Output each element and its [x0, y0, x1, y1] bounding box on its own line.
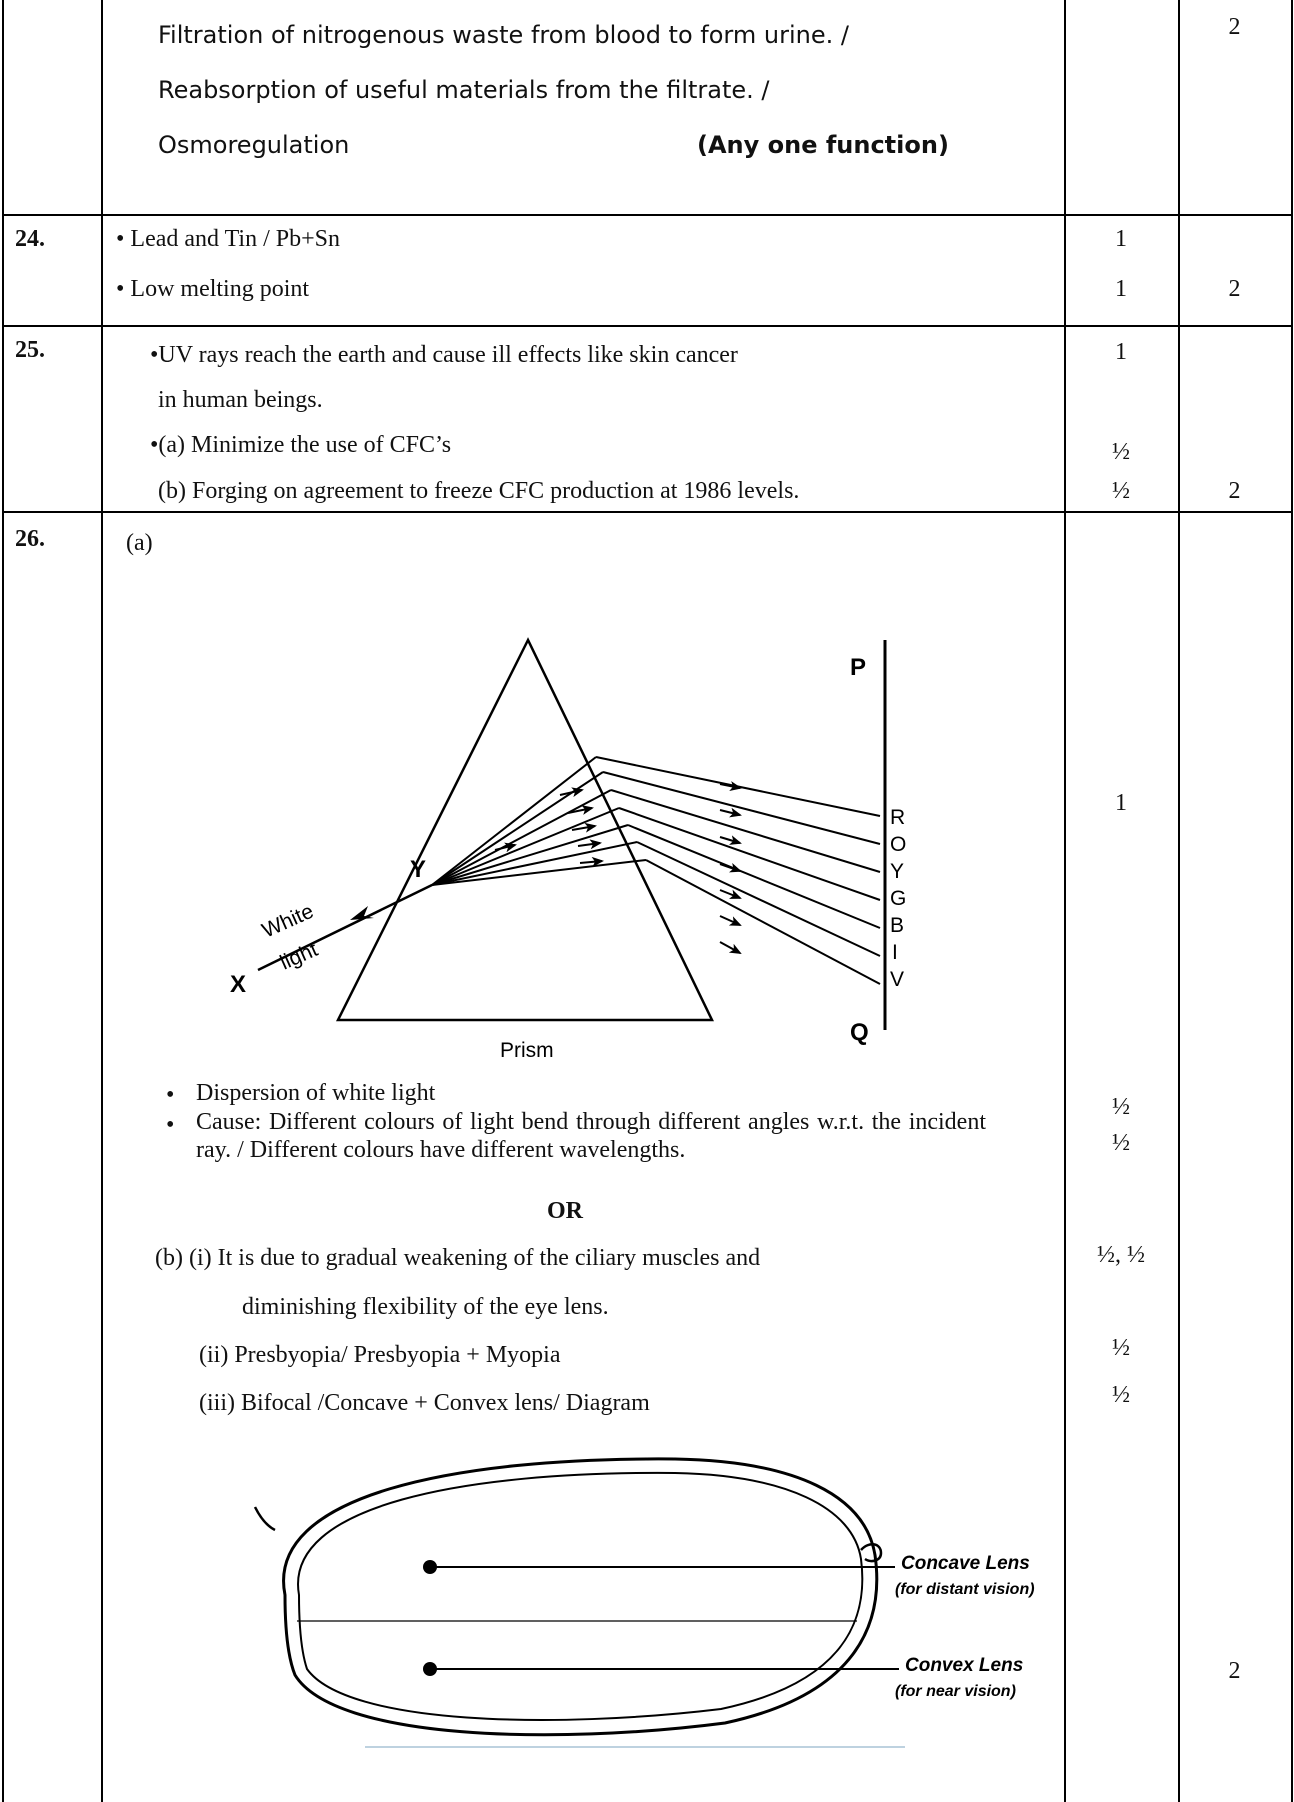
or-separator: OR [547, 1198, 583, 1224]
step-mark: ½ [1112, 1335, 1130, 1361]
answer-line: •UV rays reach the earth and cause ill e… [150, 342, 738, 368]
label-prism: Prism [500, 1039, 554, 1062]
answer-line: (b) (i) It is due to gradual weakening o… [155, 1245, 761, 1271]
lens-frame-outer [282, 1457, 879, 1737]
column-divider-total [1178, 0, 1180, 1802]
spectrum-label-o: O [890, 833, 906, 856]
answer-line: •(a) Minimize the use of CFC’s [150, 432, 452, 458]
answer-text: Cause: Different colours of light bend t… [196, 1109, 986, 1163]
column-divider-question [101, 0, 103, 1802]
step-mark: ½ [1112, 439, 1130, 465]
table-border-right [1291, 0, 1293, 1802]
concave-lens-title: Concave Lens [901, 1553, 1030, 1574]
label-q: Q [850, 1019, 869, 1046]
step-mark: 1 [1115, 226, 1127, 252]
total-marks: 2 [1228, 1658, 1241, 1684]
table-border-left [2, 0, 4, 1802]
label-white: White [259, 900, 317, 943]
prism-shape [335, 637, 714, 1022]
answer-line: (b) Forging on agreement to freeze CFC p… [158, 478, 800, 504]
answer-bullet: • Low melting point [116, 276, 310, 302]
step-mark: 1 [1115, 790, 1127, 816]
incident-ray [257, 883, 433, 972]
prism-dispersion-diagram: P Q Y X White light Prism R O Y G B I V [230, 637, 906, 1062]
answer-line: Osmoregulation [158, 131, 350, 159]
question-number: 24. [15, 226, 45, 252]
answer-line: Reabsorption of useful materials from th… [158, 76, 770, 104]
total-marks: 2 [1228, 478, 1241, 504]
spectrum-label-v: V [890, 968, 904, 991]
row-divider-26 [2, 511, 1293, 513]
spectrum-label-y: Y [890, 860, 904, 883]
spectrum-label-g: G [890, 887, 906, 910]
row-divider-25 [2, 325, 1293, 327]
convex-lens-title: Convex Lens [905, 1655, 1023, 1676]
step-mark: ½ [1112, 1382, 1130, 1408]
row-divider-24 [2, 214, 1293, 216]
convex-lens-note: (for near vision) [895, 1683, 1016, 1700]
step-mark: ½ [1112, 1130, 1130, 1156]
lens-frame-hinge [253, 1506, 276, 1532]
step-mark: ½, ½ [1097, 1242, 1145, 1268]
total-marks: 2 [1228, 14, 1241, 40]
label-p: P [850, 654, 866, 681]
answer-line: (iii) Bifocal /Concave + Convex lens/ Di… [199, 1390, 650, 1416]
lens-frame-inner [297, 1471, 864, 1721]
answer-text: Dispersion of white light [196, 1080, 436, 1106]
answer-text: Lead and Tin / Pb+Sn [130, 226, 340, 252]
answer-bullet: • [166, 1112, 175, 1138]
bifocal-lens-diagram: Concave Lens (for distant vision) Convex… [253, 1457, 1035, 1748]
answer-line: (ii) Presbyopia/ Presbyopia + Myopia [199, 1342, 561, 1368]
rays-inside-prism [431, 756, 647, 886]
part-label: (a) [126, 530, 153, 556]
question-number: 25. [15, 337, 45, 363]
answer-line: Filtration of nitrogenous waste from blo… [158, 21, 849, 49]
answer-line: diminishing flexibility of the eye lens. [242, 1294, 609, 1320]
step-mark: ½ [1112, 478, 1130, 504]
incident-arrow [350, 906, 374, 920]
label-x: X [230, 971, 246, 998]
question-number: 26. [15, 526, 45, 552]
step-mark: 1 [1115, 339, 1127, 365]
total-marks: 2 [1228, 276, 1241, 302]
lens-frame-knob [860, 1543, 883, 1563]
emergent-rays [595, 756, 881, 985]
spectrum-label-r: R [890, 806, 905, 829]
column-divider-marks [1064, 0, 1066, 1802]
answer-note: (Any one function) [697, 131, 949, 159]
label-y: Y [410, 856, 426, 883]
concave-lens-note: (for distant vision) [895, 1581, 1035, 1598]
answer-bullet: • [166, 1082, 175, 1108]
spectrum-label-i: I [892, 941, 898, 964]
step-mark: ½ [1112, 1094, 1130, 1120]
step-mark: 1 [1115, 276, 1127, 302]
answer-line: in human beings. [158, 387, 323, 413]
spectrum-labels: R O Y G B I V [890, 806, 906, 991]
answer-bullet: • Lead and Tin / Pb+Sn [116, 226, 340, 252]
answer-text: Low melting point [130, 276, 310, 302]
spectrum-label-b: B [890, 914, 904, 937]
